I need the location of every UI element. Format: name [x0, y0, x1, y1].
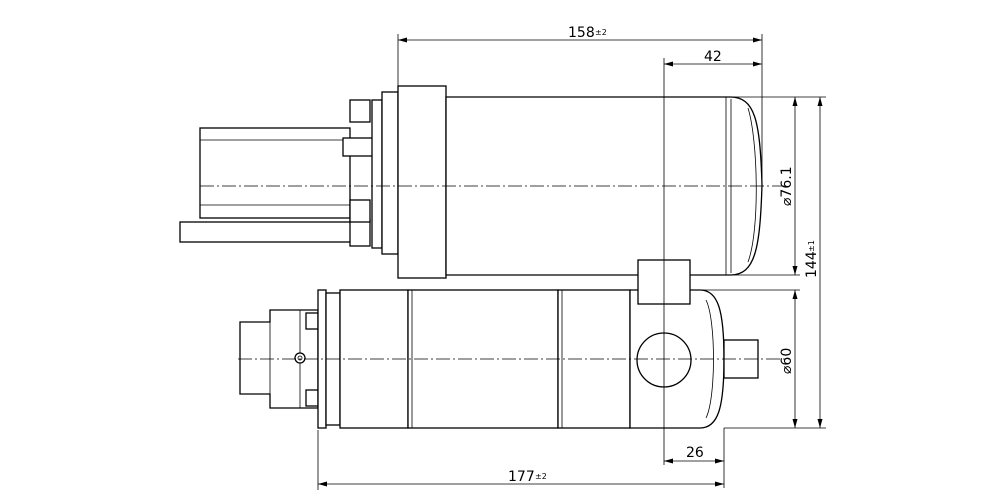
top-endcap-curve: [747, 107, 757, 263]
top-cable-gland: [349, 219, 371, 247]
arrowhead: [398, 37, 407, 43]
arrowhead: [792, 97, 798, 106]
dimensions: 158 ±2 42 ⌀76.1 144 ±1 ⌀60 26: [317, 25, 826, 490]
top-flange-plate: [381, 91, 399, 255]
dim-158-label: 158: [568, 25, 595, 41]
dim-60-label: ⌀60: [779, 348, 795, 374]
dim-26-label: 26: [686, 445, 704, 461]
dim-177-tolerance: ±2: [535, 472, 547, 481]
dim-144-tolerance: ±1: [807, 240, 816, 252]
arrowhead: [753, 61, 762, 67]
bottom-bolt: [305, 389, 319, 407]
arrowhead: [753, 37, 762, 43]
bottom-screw-slot: [297, 355, 303, 361]
bottom-bolt: [305, 312, 319, 330]
arrowhead: [817, 97, 823, 106]
dim-158-tolerance: ±2: [595, 28, 607, 37]
dim-42-label: 42: [704, 49, 722, 65]
arrowhead: [664, 61, 673, 67]
dim-177-label: 177: [508, 469, 535, 485]
arrowhead: [664, 458, 673, 464]
arrowhead: [792, 419, 798, 428]
arrowhead: [792, 266, 798, 275]
arrowhead: [817, 419, 823, 428]
top-bolt-nut: [342, 137, 374, 157]
dim-144-label: 144: [804, 251, 820, 278]
bottom-screw-head: [294, 352, 306, 364]
bottom-view: [238, 259, 790, 429]
top-mounting-flange: [397, 85, 447, 279]
arrowhead: [715, 481, 724, 487]
top-flange-outer: [371, 99, 383, 249]
top-bolt-head: [349, 199, 371, 223]
top-connector-housing: [199, 127, 351, 219]
arrowhead: [792, 290, 798, 299]
dim-76-1-label: ⌀76.1: [779, 166, 795, 206]
arrowhead: [715, 458, 724, 464]
top-cable: [179, 221, 356, 243]
arrowhead: [318, 481, 327, 487]
top-bolt-head: [349, 99, 371, 123]
top-view: [179, 85, 790, 279]
